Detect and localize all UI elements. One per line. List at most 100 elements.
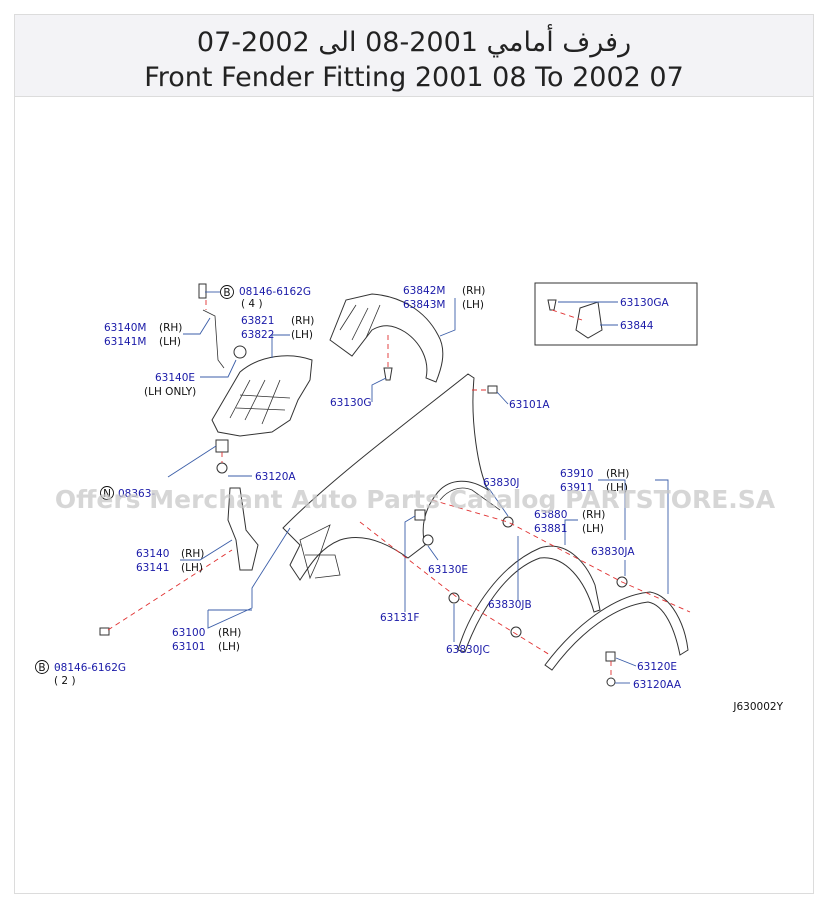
callout-b-bottom[interactable]: 08146-6162G [54,662,126,674]
callout-63842m-side: (RH) [462,285,485,297]
callout-63131f[interactable]: 63131F [380,612,419,624]
callout-63101-side: (LH) [218,641,240,653]
callout-08363[interactable]: 08363- [118,488,155,500]
callout-63140-side: (RH) [181,548,204,560]
clip-63830jb [510,626,522,638]
callout-63120e[interactable]: 63120E [637,661,677,673]
page-title-english: Front Fender Fitting 2001 08 To 2002 07 [144,62,684,93]
leader-08363 [167,445,217,478]
callout-63141[interactable]: 63141 [136,562,169,574]
page-title-arabic: رفرف أمامي 2001-08 الى 2002-07 [196,27,632,58]
fender-bracket [305,554,341,579]
leader-63140 [180,539,233,561]
leader-63821 [271,334,290,358]
clip-63130g [383,367,393,381]
rear-liner [329,293,444,383]
leader-63830j [484,485,509,517]
leader-63131f [404,515,416,612]
callout-63141-side: (LH) [181,562,203,574]
callout-63910[interactable]: 63910 [560,468,593,480]
callout-63911-side: (LH) [606,482,628,494]
callout-63881[interactable]: 63881 [534,523,567,535]
callout-b-top-qty: ( 4 ) [241,298,263,310]
n-marker-label: N [103,488,111,500]
bolt-top [198,283,207,299]
callout-63140m-side: (RH) [159,322,182,334]
callout-63843m-side: (LH) [462,299,484,311]
callout-63830ja[interactable]: 63830JA [591,546,635,558]
leader-63880 [564,519,578,545]
bolt-bottom [99,627,110,636]
fender-front-flange [299,524,331,580]
leader-63842m [439,298,456,337]
callout-63822[interactable]: 63822 [241,329,274,341]
callout-63842m[interactable]: 63842M [403,285,445,297]
leader-63120e [615,657,637,667]
callout-63881-side: (LH) [582,523,604,535]
callout-63880-side: (RH) [582,509,605,521]
front-wheel-arch-flare [457,545,601,653]
callout-63100[interactable]: 63100 [172,627,205,639]
callout-63830jb[interactable]: 63830JB [488,599,532,611]
leader-63101a [496,391,509,405]
dashed-flare-rear [431,499,691,613]
page-header: رفرف أمامي 2001-08 الى 2002-07 Front Fen… [15,15,813,97]
front-liner [211,355,313,437]
leader-63140e [200,359,237,378]
watermark-text: Offers Merchant Auto Parts Catalog PARTS… [55,485,776,514]
diagram-frame: رفرف أمامي 2001-08 الى 2002-07 Front Fen… [14,14,814,894]
callout-63140m[interactable]: 63140M [104,322,146,334]
callout-63830jc[interactable]: 63830JC [446,644,490,656]
leader-63130e [427,545,439,561]
b-marker-bottom [35,660,49,674]
callout-63101a[interactable]: 63101A [509,399,550,411]
callout-63830j[interactable]: 63830J [483,477,520,489]
clip-63130e [422,534,434,546]
leader-63140m [183,317,211,335]
callout-63120aa[interactable]: 63120AA [633,679,682,691]
nut-63120a [216,462,228,474]
callout-63140e[interactable]: 63140E [155,372,195,384]
rear-liner-ribs [339,304,381,341]
diagram-code: J630002Y [732,701,783,713]
callout-63141m[interactable]: 63141M [104,336,146,348]
rear-wheel-arch-flare [544,591,689,671]
callout-63821[interactable]: 63821 [241,315,274,327]
callout-63822-side: (LH) [291,329,313,341]
clip-63140e [233,345,247,359]
clip-63830j-right [502,516,514,528]
callout-63141m-side: (LH) [159,336,181,348]
leader-63910-right [655,479,669,594]
leader-63130g [371,377,387,402]
clip-63120e [605,651,616,662]
callout-63130e[interactable]: 63130E [428,564,468,576]
callout-63130g[interactable]: 63130G [330,397,372,409]
clip-63830j [414,509,426,521]
callout-63880[interactable]: 63880 [534,509,567,521]
clip-63130ga [547,299,557,311]
callout-63911[interactable]: 63911 [560,482,593,494]
callout-63100-side: (RH) [218,627,241,639]
leader-63100 [207,527,291,629]
n-marker [100,486,114,500]
callout-63910-side: (RH) [606,468,629,480]
pad-63844 [575,301,603,339]
callout-lh-only: (LH ONLY) [144,386,196,398]
bolt-63120aa [606,677,616,687]
callout-63140[interactable]: 63140 [136,548,169,560]
b-marker-top-label: B [223,287,230,299]
clip-08363 [215,439,229,453]
callout-b-top[interactable]: 08146-6162G [239,286,311,298]
leader-63910 [598,479,626,540]
dashed-inset [551,309,583,321]
callout-63130ga[interactable]: 63130GA [620,297,670,309]
callout-63120a[interactable]: 63120A [255,471,296,483]
callout-63101[interactable]: 63101 [172,641,205,653]
callout-b-bottom-qty: ( 2 ) [54,675,76,687]
inset-box [534,282,698,346]
fender-panel [282,373,490,581]
callout-63844[interactable]: 63844 [620,320,654,332]
fender-side-bracket [227,487,259,571]
callout-63843m[interactable]: 63843M [403,299,445,311]
